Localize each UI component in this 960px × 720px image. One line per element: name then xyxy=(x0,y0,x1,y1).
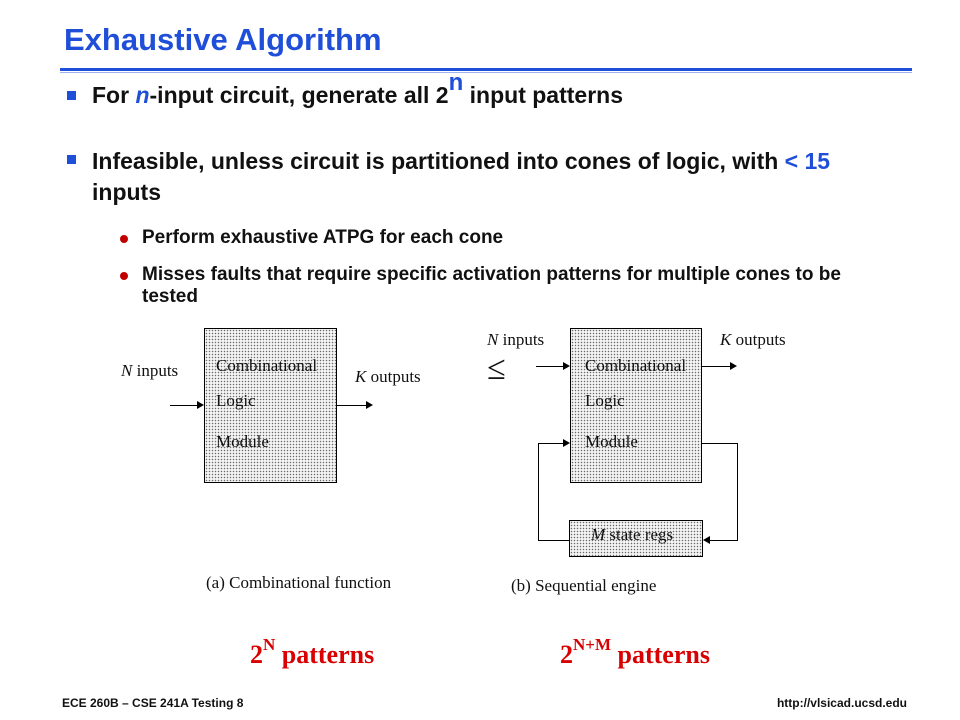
outputs-label: K outputs xyxy=(720,330,786,350)
block-line-2: Logic xyxy=(585,391,625,410)
inputs-var: N xyxy=(487,330,499,349)
state-feed-arrow-icon xyxy=(563,439,570,447)
less-equal-symbol: ≤ xyxy=(487,350,506,387)
outputs-label: K outputs xyxy=(355,367,421,387)
input-wire xyxy=(536,366,563,367)
patterns-a-base: 2 xyxy=(250,640,263,669)
input-wire xyxy=(170,405,197,406)
inputs-text: inputs xyxy=(502,330,545,349)
bullet-square-icon xyxy=(67,91,76,100)
state-text: state regs xyxy=(609,525,674,544)
state-wire-out xyxy=(538,540,569,541)
bullet-1-var: n xyxy=(135,82,150,108)
inputs-text: inputs xyxy=(136,361,179,380)
patterns-a: 2N patterns xyxy=(250,636,375,670)
output-arrow-icon xyxy=(730,362,737,370)
logic-block xyxy=(570,328,702,483)
output-wire xyxy=(337,405,366,406)
input-arrow-icon xyxy=(197,401,204,409)
state-wire-in xyxy=(538,443,563,444)
block-line-1: Combinational xyxy=(585,356,687,375)
block-line-3: Module xyxy=(216,432,269,451)
patterns-b-label: patterns xyxy=(617,640,710,669)
patterns-a-label: patterns xyxy=(281,640,375,669)
inputs-label: N inputs xyxy=(121,361,178,381)
footer-left: ECE 260B – CSE 241A Testing 8 xyxy=(62,696,244,710)
block-line-2: Logic xyxy=(216,391,256,410)
sub-bullet-dot-icon xyxy=(120,235,128,243)
block-line-1: Combinational xyxy=(216,356,318,375)
input-arrow-icon xyxy=(563,362,570,370)
output-wire xyxy=(702,366,730,367)
outputs-text: outputs xyxy=(370,367,421,386)
outputs-text: outputs xyxy=(735,330,786,349)
state-var: M xyxy=(591,525,606,544)
inputs-label: N inputs xyxy=(487,330,544,350)
bullet-1-post: input patterns xyxy=(463,82,623,108)
state-regs-label: M state regs xyxy=(591,525,673,545)
logic-block xyxy=(204,328,337,483)
slide-title: Exhaustive Algorithm xyxy=(64,22,382,57)
bullet-2-highlight: < 15 xyxy=(784,148,831,174)
bullet-1-pre: For xyxy=(92,82,136,108)
patterns-b-exp: N+M xyxy=(573,635,612,655)
bullet-square-icon xyxy=(67,155,76,164)
bullet-2-post: inputs xyxy=(92,179,161,205)
state-register-block xyxy=(569,520,703,557)
state-in-arrow-icon xyxy=(703,536,710,544)
patterns-b-base: 2 xyxy=(560,640,573,669)
block-line-3: Module xyxy=(585,432,638,451)
state-wire-up xyxy=(538,443,539,541)
outputs-var: K xyxy=(355,367,367,386)
caption-a: (a) Combinational function xyxy=(206,573,392,592)
footer-url: http://vlsicad.ucsd.edu xyxy=(776,696,907,710)
bullet-1: For n-input circuit, generate all 2n inp… xyxy=(92,71,623,109)
feedback-wire-in xyxy=(710,540,738,541)
caption-b: (b) Sequential engine xyxy=(511,576,657,595)
sub-bullet-dot-icon xyxy=(120,272,128,280)
bullet-2-pre: Infeasible, unless circuit is partitione… xyxy=(92,148,785,174)
patterns-b: 2N+M patterns xyxy=(560,636,710,670)
sub-bullet-2: Misses faults that require specific acti… xyxy=(142,264,841,307)
feedback-wire-down xyxy=(737,443,738,541)
feedback-wire-out xyxy=(702,443,738,444)
bullet-2: Infeasible, unless circuit is partitione… xyxy=(92,146,892,208)
title-rule-shadow xyxy=(60,72,912,73)
inputs-var: N xyxy=(121,361,133,380)
bullet-1-mid: -input circuit, generate all 2 xyxy=(149,82,449,108)
patterns-a-exp: N xyxy=(263,635,276,655)
outputs-var: K xyxy=(720,330,732,349)
output-arrow-icon xyxy=(366,401,373,409)
title-rule xyxy=(60,68,912,71)
bullet-1-exponent: n xyxy=(448,69,464,97)
sub-bullet-1: Perform exhaustive ATPG for each cone xyxy=(142,227,504,248)
